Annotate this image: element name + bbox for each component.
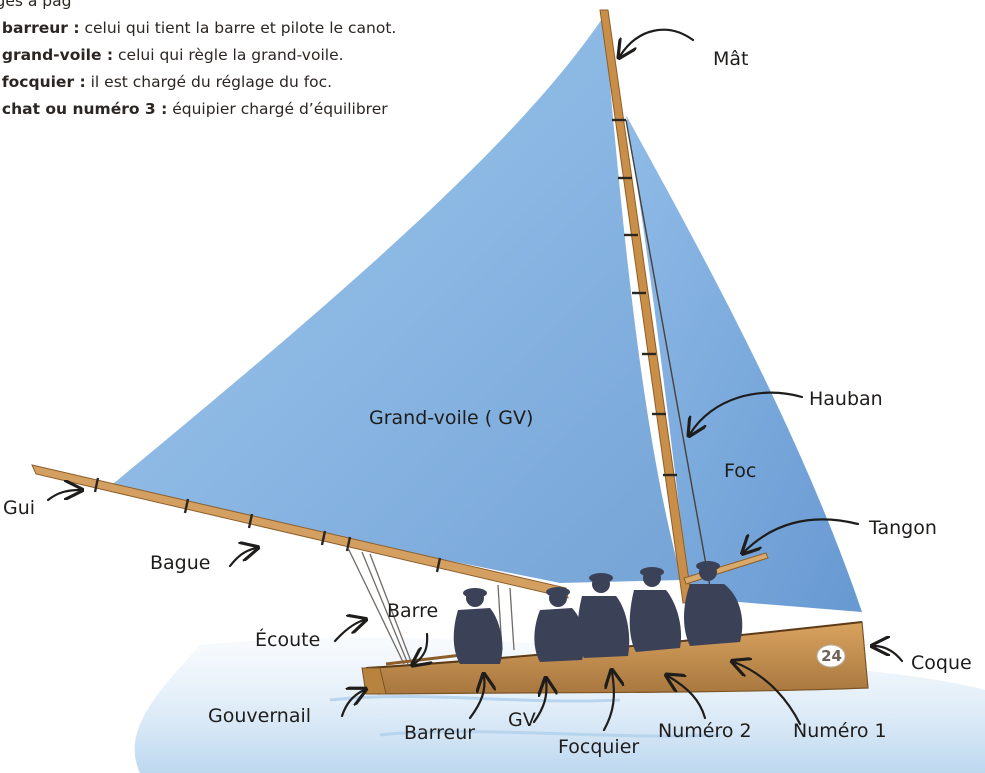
label-coque: Coque bbox=[911, 652, 972, 674]
hull-number-disc bbox=[816, 644, 846, 668]
jib bbox=[626, 115, 862, 612]
label-mat: Mât bbox=[713, 48, 749, 70]
role-term-focquier: e focquier : bbox=[0, 73, 86, 91]
crew-focquier bbox=[577, 573, 630, 658]
hull-number: 24 bbox=[821, 647, 842, 665]
arrow-coque bbox=[874, 646, 904, 663]
label-numero-1: Numéro 1 bbox=[793, 720, 887, 742]
arrow-gui bbox=[46, 490, 80, 502]
role-term-barreur: e barreur : bbox=[0, 19, 80, 37]
arrow-barreur bbox=[468, 676, 484, 720]
label-hauban: Hauban bbox=[809, 388, 883, 410]
intro-line-4: e chat ou numéro 3 : équipier chargé d’é… bbox=[0, 96, 396, 123]
intro-text: ages à pag e barreur : celui qui tient l… bbox=[0, 0, 396, 123]
label-focquier: Focquier bbox=[558, 736, 640, 758]
crew-numero-1 bbox=[684, 561, 743, 646]
label-grand-voile: Grand-voile ( GV) bbox=[369, 407, 534, 429]
intro-line-3: e focquier : il est chargé du réglage du… bbox=[0, 69, 396, 96]
role-desc-barreur: celui qui tient la barre et pilote le ca… bbox=[79, 19, 397, 37]
label-barre: Barre bbox=[387, 600, 439, 622]
label-gui: Gui bbox=[3, 497, 36, 519]
crew bbox=[453, 561, 743, 664]
arrow-focquier bbox=[602, 672, 614, 732]
annotation-arrows bbox=[46, 28, 904, 732]
arrow-numero-2 bbox=[668, 676, 707, 720]
shroud bbox=[625, 119, 713, 599]
role-desc-focquier: il est chargé du réglage du foc. bbox=[85, 73, 333, 91]
arrow-bague bbox=[228, 548, 256, 568]
label-numero-2: Numéro 2 bbox=[658, 720, 752, 742]
role-term-grand-voile: a grand-voile : bbox=[0, 46, 114, 64]
intro-line-0: ages à pag bbox=[0, 0, 72, 10]
intro-line-2: a grand-voile : celui qui règle la grand… bbox=[0, 42, 396, 69]
mainsail bbox=[108, 16, 682, 583]
arrow-gouvernail bbox=[340, 690, 364, 718]
arrow-barre bbox=[414, 632, 427, 664]
label-tangon: Tangon bbox=[869, 517, 937, 539]
crew-barreur bbox=[453, 588, 503, 664]
arrow-ecoute bbox=[333, 620, 364, 643]
role-desc-grand-voile: celui qui règle la grand-voile. bbox=[113, 46, 344, 64]
intro-line-1: e barreur : celui qui tient la barre et … bbox=[0, 15, 396, 42]
role-term-chat: e chat ou numéro 3 : bbox=[0, 100, 168, 118]
arrow-hauban bbox=[690, 391, 804, 434]
arrow-numero-1 bbox=[734, 662, 802, 726]
label-ecoute: Écoute bbox=[255, 629, 321, 651]
label-foc: Foc bbox=[724, 460, 757, 482]
arrow-mat bbox=[620, 28, 695, 56]
boom bbox=[31, 464, 569, 599]
crew-numero-2 bbox=[629, 567, 682, 652]
label-gv: GV bbox=[508, 709, 536, 731]
arrow-gv bbox=[532, 680, 547, 724]
arrow-tangon bbox=[744, 518, 860, 552]
label-barreur: Barreur bbox=[404, 722, 476, 744]
role-desc-chat: équipier chargé d’équilibrer bbox=[167, 100, 388, 118]
label-bague: Bague bbox=[150, 552, 211, 574]
crew-gv bbox=[534, 587, 585, 662]
label-gouvernail: Gouvernail bbox=[208, 705, 312, 727]
